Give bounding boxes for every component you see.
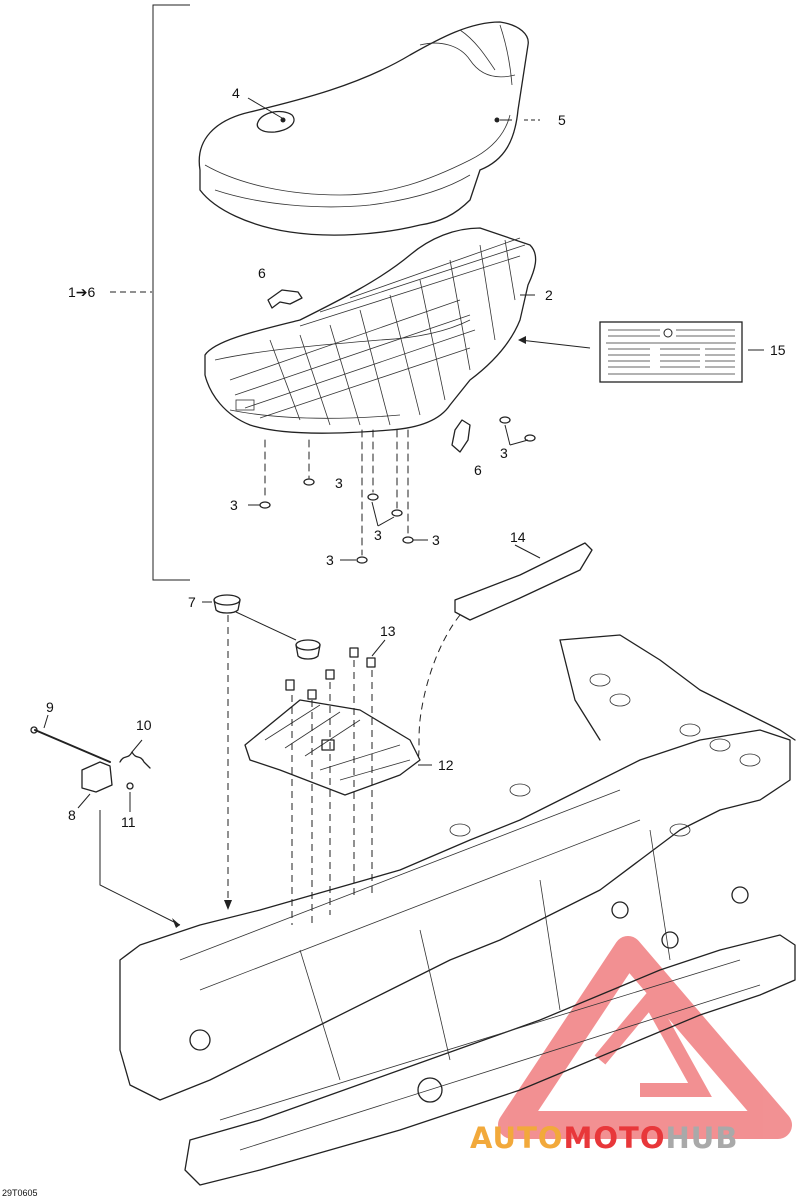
callout-15: 15	[770, 342, 786, 358]
callout-11: 11	[121, 814, 136, 830]
drawing-code: 29T0605	[2, 1188, 38, 1198]
watermark-g-mark-icon	[594, 987, 712, 1097]
bolts-13	[285, 647, 376, 700]
clip-part-upper	[267, 289, 303, 309]
assembly-bracket	[110, 4, 190, 581]
callout-2: 2	[545, 287, 553, 303]
watermark-moto: MOTO	[564, 1121, 666, 1155]
callout-5: 5	[558, 112, 566, 128]
callout-7: 7	[188, 594, 196, 610]
callout-3: 3	[326, 552, 334, 568]
callout-4: 4	[232, 85, 240, 101]
fasteners-3	[259, 416, 536, 564]
watermark-auto: AUTO	[470, 1121, 564, 1155]
callout-9: 9	[46, 699, 54, 715]
callout-8: 8	[68, 807, 76, 823]
callout-3: 3	[500, 445, 508, 461]
bracket-plate	[454, 542, 593, 621]
callout-3: 3	[335, 475, 343, 491]
callout-14: 14	[510, 529, 526, 545]
info-decal	[599, 321, 743, 383]
watermark-text: AUTOMOTOHUB	[470, 1121, 738, 1155]
watermark-hub: HUB	[666, 1121, 739, 1155]
callout-6: 6	[474, 462, 482, 478]
callout-13: 13	[380, 623, 396, 639]
watermark-triangle-icon	[498, 936, 792, 1139]
callout-3: 3	[374, 527, 382, 543]
latch-parts	[30, 726, 151, 793]
callout-3: 3	[432, 532, 440, 548]
callout-10: 10	[136, 717, 152, 733]
callout-3: 3	[230, 497, 238, 513]
seat-base	[204, 227, 537, 434]
callout-6: 6	[258, 265, 266, 281]
callout-12: 12	[438, 757, 454, 773]
watermark-logo	[498, 936, 792, 1139]
seat-cover	[198, 21, 529, 236]
clip-part-lower	[451, 419, 471, 453]
vehicle-frame	[119, 634, 796, 1186]
callout-1-6: 1➔6	[68, 284, 96, 300]
grommet	[213, 594, 321, 660]
support-plate	[244, 699, 421, 796]
